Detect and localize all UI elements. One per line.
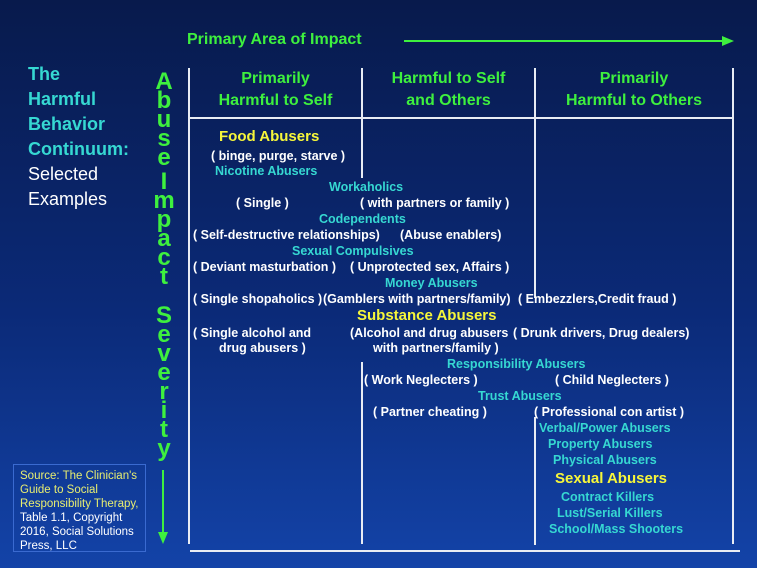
codependents: Codependents [319,212,406,226]
resp-work: ( Work Neglecters ) [364,373,478,387]
vertical-letter: a [157,225,171,252]
source-details: Table 1.1, Copyright 2016, Social Soluti… [20,512,134,552]
grid-line [188,68,190,544]
money-gamblers: (Gamblers with partners/family) [323,292,511,306]
header-line: Primarily [599,70,669,87]
down-arrow-icon [158,470,168,544]
money-single: ( Single shopaholics ) [193,292,323,306]
vertical-letter: t [160,416,168,443]
right-arrow-icon [404,36,734,46]
codependents-self: ( Self-destructive relationships) [193,228,380,242]
substance-drunk: ( Drunk drivers, Drug dealers) [513,326,690,340]
substance-partners-2: with partners/family ) [373,341,499,355]
workaholics-partners: ( with partners or family ) [360,196,510,210]
substance-abusers: Substance Abusers [357,307,497,324]
source-title: Source: The Clinician's Guide to Social … [20,470,139,510]
resp-child: ( Child Neglecters ) [555,373,669,387]
money-embezzlers: ( Embezzlers,Credit fraud ) [518,292,677,306]
title-line: The [28,64,61,84]
physical-abusers: Physical Abusers [553,453,657,467]
subtitle-line: Examples [28,189,108,209]
vertical-letter: A [155,68,173,95]
sc-unprotected: ( Unprotected sex, Affairs ) [350,260,510,274]
grid-line [361,362,363,544]
vertical-letter: t [160,263,168,290]
trust-con: ( Professional con artist ) [534,405,685,419]
slide-title: The Harmful Behavior Continuum: Selected… [28,62,129,212]
verbal-abusers: Verbal/Power Abusers [539,421,671,435]
header-line: Harmful to Others [565,92,702,109]
vertical-letter: e [157,359,171,386]
grid-line [732,68,734,544]
nicotine-abusers: Nicotine Abusers [215,164,318,178]
lust-serial-killers: Lust/Serial Killers [557,506,663,520]
food-abusers: Food Abusers [219,128,320,145]
vertical-letter: s [157,125,171,152]
header-line: and Others [406,92,491,109]
vertical-letter: v [157,340,171,367]
vertical-letter: y [157,435,171,462]
column-header-self: Primarily Harmful to Self [190,68,361,112]
money-abusers: Money Abusers [385,276,478,290]
substance-single-1: ( Single alcohol and [193,326,312,340]
vertical-letter: b [156,87,172,114]
primary-area-label: Primary Area of Impact [187,31,362,48]
grid-line [534,68,536,298]
food-detail: ( binge, purge, starve ) [211,149,346,163]
trust-partner: ( Partner cheating ) [373,405,487,419]
bottom-line [190,550,740,552]
column-header-self-and-others: Harmful to Self and Others [363,68,534,112]
vertical-letter: r [159,378,169,405]
sc-deviant: ( Deviant masturbation ) [193,260,337,274]
vertical-letter: c [157,244,171,271]
grid-line [361,68,363,178]
codependents-enablers: (Abuse enablers) [400,228,502,242]
column-header-others: Primarily Harmful to Others [536,68,732,112]
header-line: Primarily [241,70,310,87]
workaholics: Workaholics [329,180,404,194]
school-mass-shooters: School/Mass Shooters [549,522,684,536]
header-divider [188,117,734,119]
vertical-letter: e [157,321,171,348]
title-line: Continuum: [28,139,129,159]
grid-line [534,417,536,545]
subtitle-line: Selected [28,164,99,184]
substance-partners-1: (Alcohol and drug abusers [350,326,509,340]
property-abusers: Property Abusers [548,437,653,451]
vertical-letter: S [155,302,172,329]
vertical-letter: m [153,187,175,214]
sexual-compulsives: Sexual Compulsives [292,244,414,258]
vertical-letter: i [160,397,168,424]
header-line: Harmful to Self [391,70,506,87]
vertical-letter: p [156,206,172,233]
vertical-letter: e [157,144,171,171]
vertical-letter: I [160,168,168,195]
responsibility-abusers: Responsibility Abusers [447,357,586,371]
trust-abusers: Trust Abusers [478,389,562,403]
sexual-abusers: Sexual Abusers [555,470,667,487]
source-citation: Source: The Clinician's Guide to Social … [13,464,146,552]
title-line: Behavior [28,114,106,134]
workaholics-single: ( Single ) [236,196,289,210]
substance-single-2: drug abusers ) [219,341,306,355]
title-line: Harmful [28,89,97,109]
header-line: Harmful to Self [218,92,333,109]
vertical-letter: u [156,106,172,133]
contract-killers: Contract Killers [561,490,655,504]
